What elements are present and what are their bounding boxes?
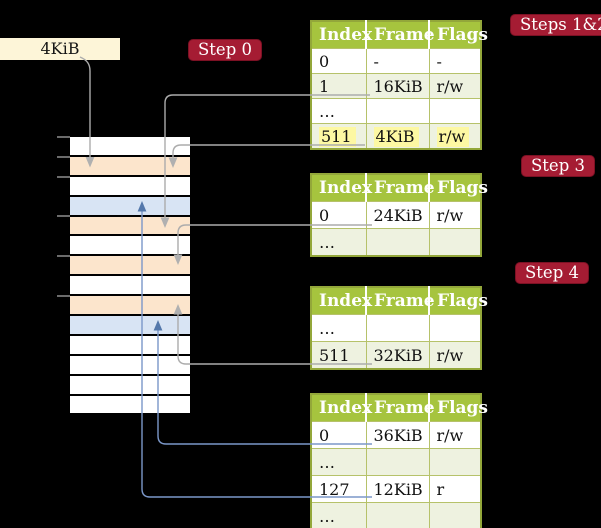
flags-cell: r/w: [428, 201, 482, 229]
frame-cell: [365, 314, 430, 342]
page-table-row: …: [310, 228, 482, 257]
page-table-row: 511 32KiB r/w: [310, 341, 482, 370]
memory-ticks: [57, 136, 70, 297]
index-cell: 1: [310, 73, 367, 99]
frame-cell: 32KiB: [365, 341, 430, 370]
badge-step-0: Step 0: [188, 39, 263, 61]
flags-cell: [428, 228, 482, 257]
column-header-index: Index: [311, 394, 372, 422]
page-table-row: …: [310, 448, 482, 476]
memory-frame-row: [70, 375, 190, 394]
memory-frame-row: [70, 395, 190, 414]
page-table-row-highlighted: 511 4KiB r/w: [310, 123, 482, 150]
page-table-row: …: [310, 98, 482, 124]
flags-cell: [428, 448, 482, 476]
page-table-row: 127 12KiB r: [310, 475, 482, 503]
memory-frame-row: [70, 196, 190, 215]
index-cell: …: [310, 314, 367, 342]
column-header-frame: Frame: [365, 287, 435, 315]
header-row: Index Frame Flags: [311, 174, 488, 202]
frame-pointer-label: 4KiB: [0, 38, 120, 60]
column-header-frame: Frame: [365, 21, 435, 49]
memory-frame-row: [70, 256, 190, 275]
memory-frame-row: [70, 216, 190, 235]
memory-frame-row: [70, 137, 190, 155]
memory-frame-row: [70, 316, 190, 334]
frame-cell: [365, 448, 430, 476]
frame-cell: 24KiB: [365, 201, 430, 229]
index-cell: 511: [310, 123, 367, 150]
frame-cell: 12KiB: [365, 475, 430, 503]
column-header-index: Index: [311, 174, 372, 202]
memory-frame-row: [70, 335, 190, 354]
column-header-frame: Frame: [365, 174, 435, 202]
index-cell: 0: [310, 201, 367, 229]
flags-cell: [428, 502, 482, 528]
column-header-index: Index: [311, 287, 372, 315]
badge-steps-1-2: Steps 1&2: [510, 14, 601, 36]
flags-cell: [428, 314, 482, 342]
badge-step-4: Step 4: [515, 262, 590, 284]
column-header-flags: Flags: [428, 174, 488, 202]
frame-cell: -: [365, 48, 430, 74]
frame-cell: [365, 502, 430, 528]
flags-cell: r: [428, 475, 482, 503]
index-cell: 0: [310, 421, 367, 449]
frame-cell: [365, 228, 430, 257]
column-header-flags: Flags: [428, 21, 488, 49]
column-header-frame: Frame: [365, 394, 435, 422]
flags-cell: r/w: [428, 123, 482, 150]
page-table-row: 1 16KiB r/w: [310, 73, 482, 99]
memory-frame-row: [70, 156, 190, 175]
page-table-row: …: [310, 314, 482, 342]
memory-frame-row: [70, 176, 190, 195]
index-cell: …: [310, 448, 367, 476]
flags-cell: -: [428, 48, 482, 74]
page-table-row: 0 36KiB r/w: [310, 421, 482, 449]
index-cell: …: [310, 228, 367, 257]
memory-frame-row: [70, 296, 190, 315]
index-cell: 0: [310, 48, 367, 74]
frame-cell: 36KiB: [365, 421, 430, 449]
page-table-row: …: [310, 502, 482, 528]
page-table-row: 0 24KiB r/w: [310, 201, 482, 229]
column-header-flags: Flags: [428, 394, 488, 422]
memory-frame-row: [70, 276, 190, 295]
header-row: Index Frame Flags: [311, 21, 488, 49]
index-cell: …: [310, 502, 367, 528]
index-cell: 127: [310, 475, 367, 503]
frame-cell: [365, 98, 430, 124]
page-table-l2: Index Frame Flags … 511 32KiB r/w: [310, 286, 488, 370]
flags-cell: r/w: [428, 341, 482, 370]
flags-cell: [428, 98, 482, 124]
column-header-index: Index: [311, 21, 372, 49]
page-table-row: 0 - -: [310, 48, 482, 74]
column-header-flags: Flags: [428, 287, 488, 315]
header-row: Index Frame Flags: [311, 287, 488, 315]
frame-pointer-text: 4KiB: [40, 39, 80, 58]
page-table-l4: Index Frame Flags 0 - - 1 16KiB r/w … 51…: [310, 20, 488, 150]
physical-memory-column: [70, 137, 190, 414]
memory-frame-row: [70, 236, 190, 255]
memory-frame-row: [70, 355, 190, 374]
header-row: Index Frame Flags: [311, 394, 488, 422]
page-table-l1: Index Frame Flags 0 36KiB r/w … 127 12Ki…: [310, 393, 488, 528]
badge-step-3: Step 3: [521, 155, 596, 177]
index-cell: …: [310, 98, 367, 124]
index-cell: 511: [310, 341, 367, 370]
flags-cell: r/w: [428, 421, 482, 449]
frame-cell: 4KiB: [365, 123, 430, 150]
flags-cell: r/w: [428, 73, 482, 99]
page-table-l3: Index Frame Flags 0 24KiB r/w …: [310, 173, 488, 257]
frame-cell: 16KiB: [365, 73, 430, 99]
